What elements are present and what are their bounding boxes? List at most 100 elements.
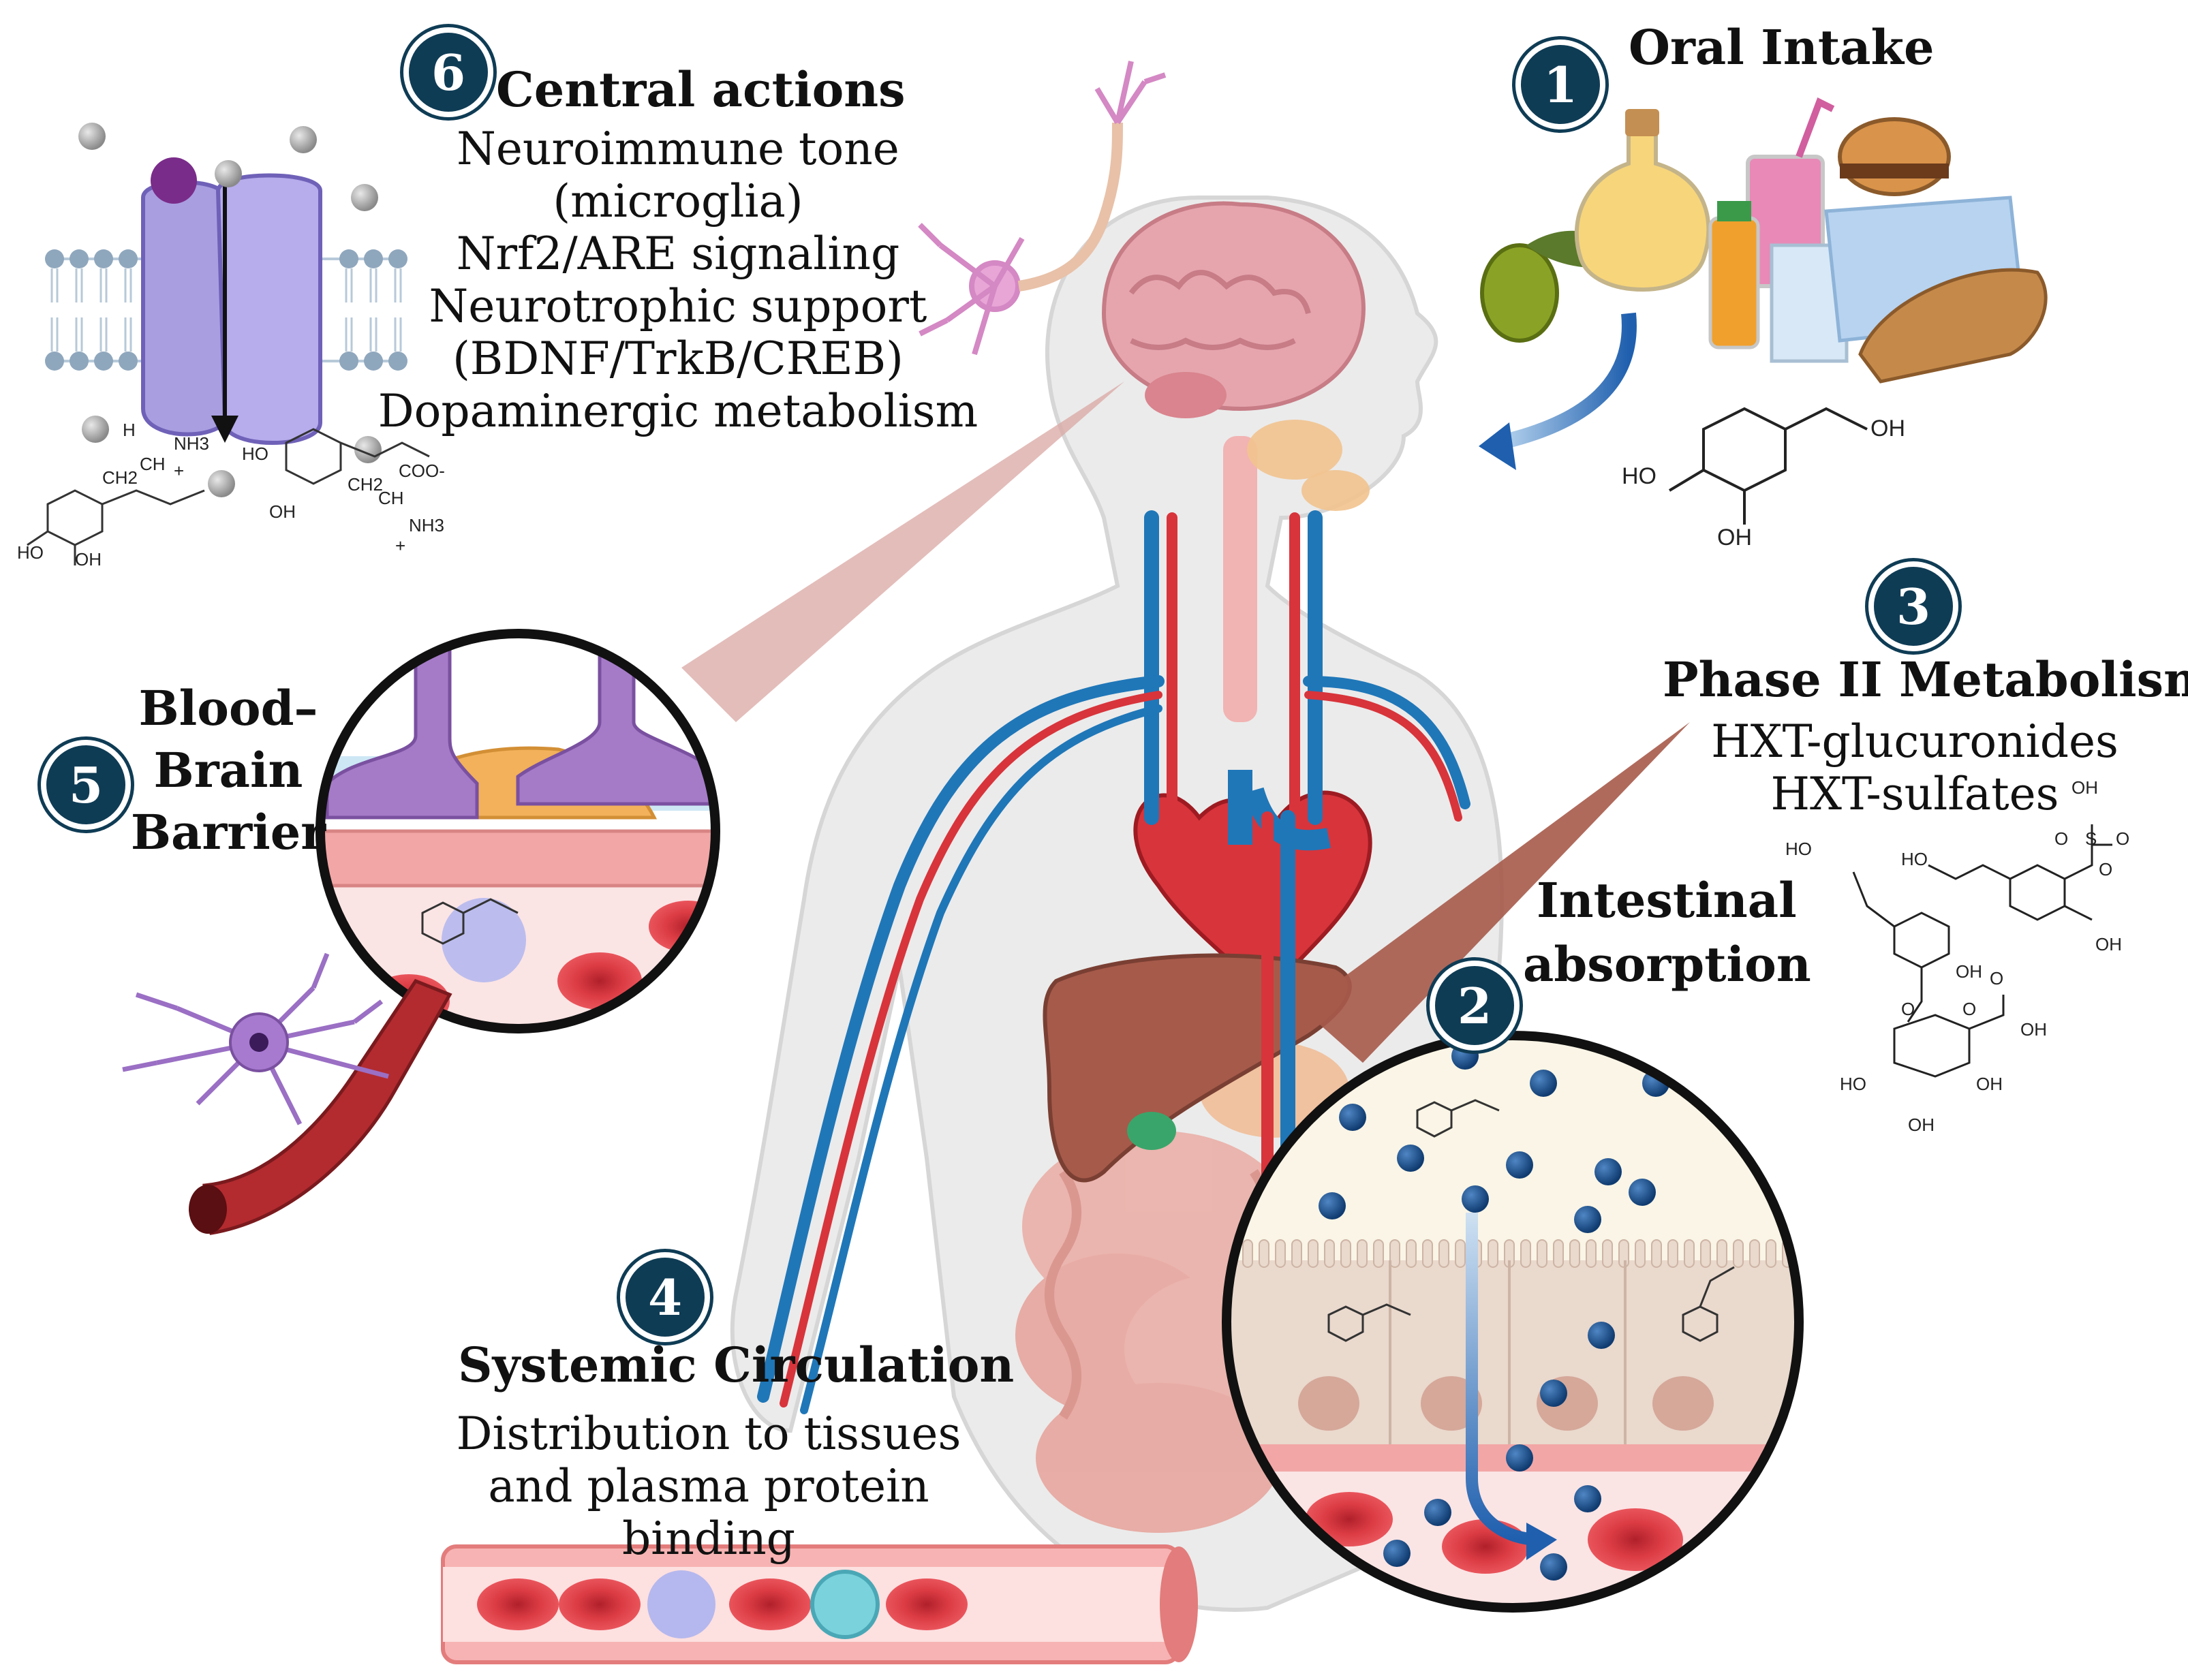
gluc-label-oh-ring: OH xyxy=(1956,961,1982,982)
gluc-label-oh-right: OH xyxy=(1976,1074,2003,1094)
dopamine-label-plus: + xyxy=(174,461,184,481)
lipid-tail xyxy=(50,317,59,352)
hxt-label-ho: HO xyxy=(1622,463,1657,489)
hxt-particle xyxy=(1540,1553,1567,1581)
hxt-particle xyxy=(1530,1070,1557,1097)
ldopa-label-ch: CH xyxy=(378,488,404,508)
dopamine-label-h: H xyxy=(123,420,136,440)
step-3-title: Phase II Metabolism xyxy=(1663,651,2188,708)
immune-cell-sys xyxy=(647,1570,715,1638)
hxt-particle xyxy=(1574,1485,1601,1512)
microvillus xyxy=(1700,1239,1711,1268)
esophagus xyxy=(1223,436,1257,722)
microvillus xyxy=(1684,1239,1695,1268)
hxt-label-oh-bottom: OH xyxy=(1717,525,1752,550)
oil-bottle-icon xyxy=(1574,127,1711,292)
step-6-line-2: Nrf2/ARE signaling xyxy=(456,228,900,280)
hxt-structure-int-1 xyxy=(1416,1099,1500,1138)
lipid-tail xyxy=(50,268,59,302)
lipid-tail xyxy=(369,317,377,352)
step-4-line-2: and plasma protein binding xyxy=(488,1460,929,1565)
rbc-sys-4 xyxy=(886,1578,968,1630)
lipid-tail xyxy=(369,268,377,302)
step-5-title-line-1: Blood– xyxy=(138,680,318,736)
hxt-structure-int-3 xyxy=(1682,1266,1735,1342)
step-3-line-2: HXT-sulfates xyxy=(1770,768,2059,820)
intestine-magnifier-ring xyxy=(1222,1031,1804,1613)
dopamine-structure xyxy=(27,489,205,565)
ligand-sphere xyxy=(151,157,197,204)
microvillus xyxy=(1291,1239,1302,1268)
ldopa-label-ch2: CH2 xyxy=(348,474,383,495)
step-2-title-line-1: Intestinal xyxy=(1537,872,1797,929)
neuron-illustration-top xyxy=(918,61,1167,356)
microvillus xyxy=(1259,1239,1269,1268)
step-4-line-1: Distribution to tissues xyxy=(456,1407,961,1460)
ldopa-label-ho: HO xyxy=(242,444,268,464)
food-illustrations xyxy=(1480,97,2048,384)
microvillus xyxy=(1537,1239,1547,1268)
oral-intake-arrow xyxy=(1497,312,1637,450)
rbc-int-2 xyxy=(1442,1519,1529,1574)
dopamine-label-ch2: CH2 xyxy=(102,467,138,488)
lipid-head xyxy=(70,352,89,371)
hxt-glucuronide-structure xyxy=(1852,871,2005,1078)
microvillus xyxy=(1569,1239,1580,1268)
hxt-particle xyxy=(1424,1499,1451,1526)
lipid-head xyxy=(339,352,358,371)
step-6-line-5: Dopaminergic metabolism xyxy=(377,385,979,437)
rbc-2 xyxy=(557,952,642,1010)
intestine-magnifier xyxy=(1222,1031,1804,1613)
cell-borders xyxy=(1389,1260,1627,1444)
dopamine-label-nh3: NH3 xyxy=(174,433,209,454)
lipid-head xyxy=(364,352,383,371)
hxt-particle xyxy=(1506,1151,1533,1179)
sulfate-label-o-right: O xyxy=(2116,828,2129,849)
step-2-badge: 2 xyxy=(1430,961,1520,1051)
neuron-bbb-nucleus xyxy=(249,1033,268,1052)
gluc-label-ho-left: HO xyxy=(1840,1074,1866,1094)
rbc-sys-1 xyxy=(477,1578,559,1630)
bread-icon xyxy=(1858,268,2048,384)
microvillus xyxy=(1438,1239,1449,1268)
lipid-head xyxy=(45,352,64,371)
lipid-tail xyxy=(99,317,108,352)
endothelial-layer xyxy=(320,829,715,888)
leukocyte-sys xyxy=(810,1570,880,1639)
microvillus xyxy=(1766,1239,1776,1268)
microvillus xyxy=(1553,1239,1564,1268)
lipid-tail xyxy=(394,317,402,352)
burger-icon xyxy=(1838,117,1951,196)
vessel-opening xyxy=(189,1185,227,1234)
lipid-head xyxy=(45,249,64,268)
hydroxytyrosol-structure xyxy=(1668,407,1868,525)
oral-intake-arrowhead xyxy=(1479,422,1516,470)
hxt-particle xyxy=(1462,1185,1489,1213)
gluc-label-o-ring: O xyxy=(1962,999,1976,1019)
lipid-head xyxy=(70,249,89,268)
lipid-tail xyxy=(394,268,402,302)
bottle-cork-icon xyxy=(1625,109,1659,136)
lipid-head xyxy=(364,249,383,268)
step-4-badge: 4 xyxy=(620,1252,710,1342)
microvillus xyxy=(1340,1239,1351,1268)
microvillus xyxy=(1602,1239,1613,1268)
step-2-title-line-2: absorption xyxy=(1523,936,1811,993)
microvillus xyxy=(1733,1239,1744,1268)
microvillus xyxy=(1455,1239,1466,1268)
microvillus xyxy=(1651,1239,1662,1268)
step-6-line-4: (BDNF/TrkB/CREB) xyxy=(452,332,904,385)
lipid-head xyxy=(388,249,407,268)
gluc-label-o-link: O xyxy=(1901,999,1915,1019)
bbb-magnifier-ring xyxy=(315,629,720,1033)
lipid-head xyxy=(119,249,138,268)
rbc-sys-2 xyxy=(559,1578,641,1630)
channel-protein-right xyxy=(215,173,322,445)
olive-icon xyxy=(1480,243,1559,343)
systemic-vessel xyxy=(441,1544,1198,1664)
lipid-tail xyxy=(345,268,353,302)
hxt-particle xyxy=(1397,1145,1424,1172)
step-1-title: Oral Intake xyxy=(1629,19,1935,76)
hxt-particle xyxy=(1574,1206,1601,1233)
